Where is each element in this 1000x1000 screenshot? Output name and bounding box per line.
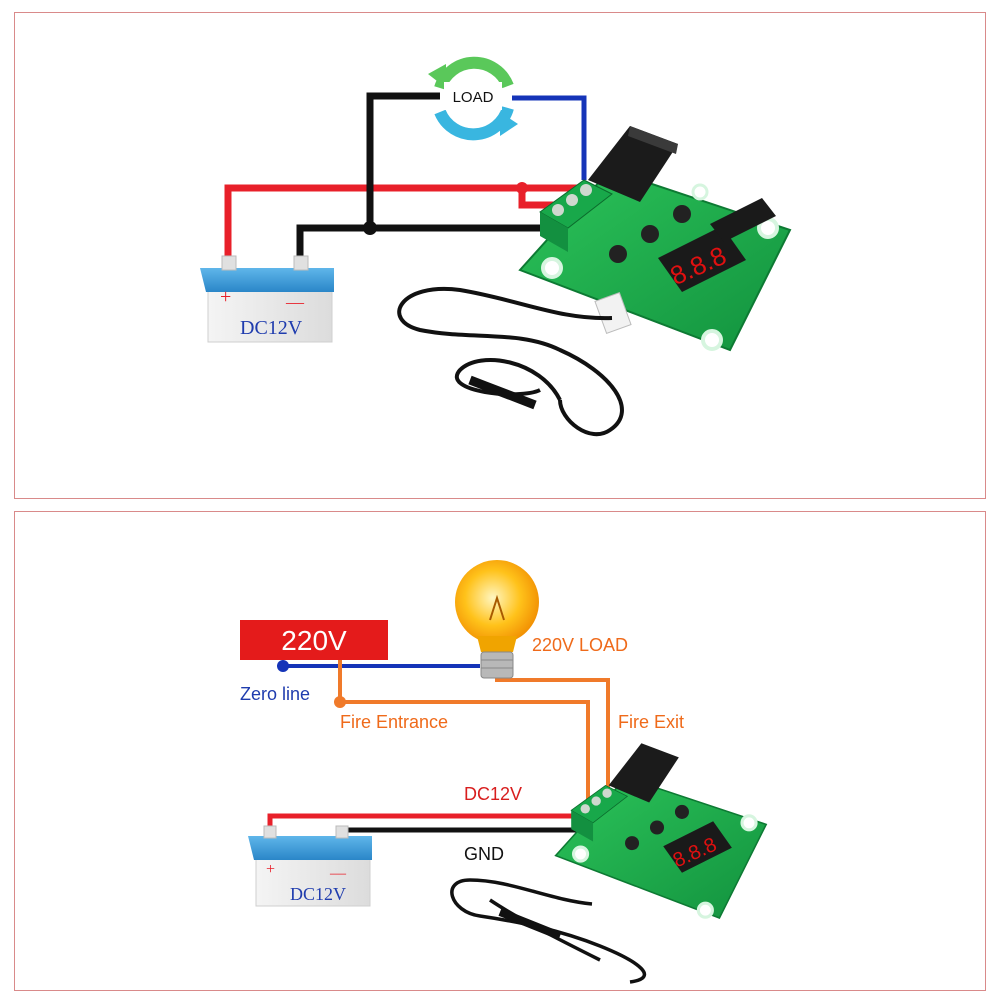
ac-load-label: 220V LOAD <box>532 635 628 655</box>
fire-entrance-label: Fire Entrance <box>340 712 448 732</box>
zero-line-terminal <box>277 660 289 672</box>
fire-exit-wire <box>495 678 610 800</box>
ac-source-voltage: 220V <box>281 625 347 656</box>
battery-plus-sign: + <box>266 861 275 878</box>
bottom-wiring-panel <box>14 511 986 991</box>
light-bulb-icon <box>455 560 539 679</box>
zero-line-label: Zero line <box>240 684 310 704</box>
bottom-sensor-cable <box>450 878 647 984</box>
bottom-thermostat-board: 8.8.8 <box>554 743 768 919</box>
battery-minus-sign: — <box>285 292 305 312</box>
dc-ground-wire <box>341 827 580 848</box>
fire-exit-label: Fire Exit <box>618 712 684 732</box>
load-return-wire <box>366 92 440 228</box>
junction-dot <box>516 182 528 194</box>
dc-positive-wire <box>267 813 580 836</box>
load-feed-wire <box>512 95 587 180</box>
ground-wire <box>296 224 580 268</box>
junction-dot <box>363 221 377 235</box>
top-load-label: LOAD <box>453 89 494 106</box>
bottom-battery <box>248 825 372 907</box>
battery-plus-sign: + <box>220 286 231 308</box>
load-cycle-icon <box>428 56 518 141</box>
fire-entrance-wire <box>338 660 590 800</box>
battery-voltage-label: DC12V <box>240 317 303 339</box>
ac-source-box <box>240 620 388 660</box>
top-thermostat-board: 8.8.8 <box>518 126 792 352</box>
top-wires <box>224 92 587 268</box>
top-sensor-cable <box>397 286 624 437</box>
top-battery <box>200 255 334 343</box>
dc-voltage-label: DC12V <box>464 784 522 804</box>
fire-entrance-terminal <box>334 696 346 708</box>
battery-voltage-label: DC12V <box>290 884 346 904</box>
battery-minus-sign: — <box>329 865 347 882</box>
gnd-label: GND <box>464 844 504 864</box>
